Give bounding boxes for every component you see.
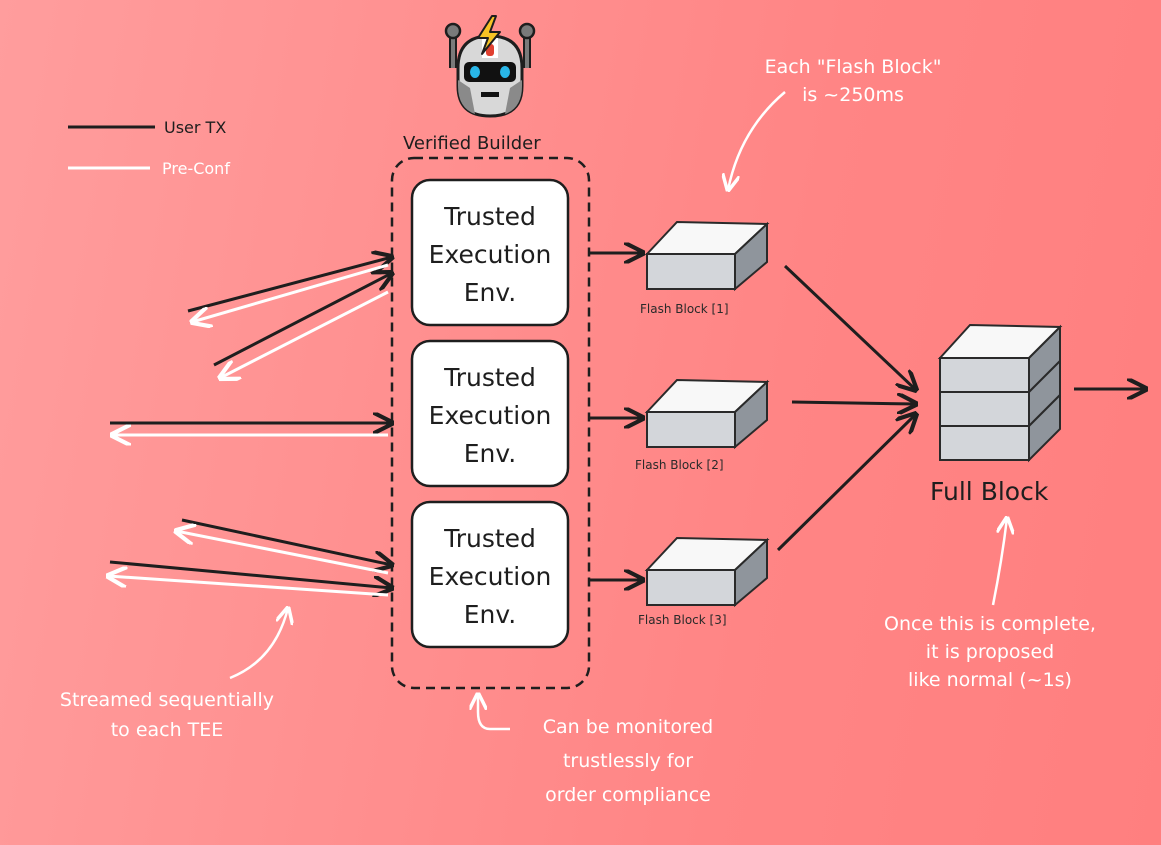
flash-block (644, 220, 770, 292)
user-avatar (35, 363, 115, 495)
user-tx-arrows (109, 257, 392, 588)
tee-box: Trusted Execution Env. (410, 178, 570, 327)
tee-label: Trusted (443, 363, 536, 392)
user-tx-arrow (213, 273, 392, 367)
flash-to-full-arrow (791, 402, 916, 404)
tee-box: Trusted Execution Env. (410, 500, 570, 649)
flash-block (644, 536, 770, 608)
tee-label: Trusted (443, 524, 536, 553)
full-block-label: Full Block (930, 477, 1049, 506)
tee-label: Execution (429, 401, 552, 430)
annotation-arrow (991, 518, 1007, 606)
users-group (28, 254, 212, 621)
annotation-text: order compliance (545, 784, 711, 806)
pre-conf-arrow (176, 531, 389, 575)
tee-box: Trusted Execution Env. (410, 339, 570, 488)
annotation-text: to each TEE (111, 719, 224, 741)
pre-conf-arrow (108, 576, 389, 597)
pre-conf-arrow (220, 290, 389, 378)
tee-label: Execution (429, 240, 552, 269)
legend-pre-conf-label: Pre-Conf (162, 159, 230, 178)
flash-block-label: Flash Block [1] (640, 302, 729, 316)
flash-to-full-arrow (783, 264, 916, 390)
flash-block-label: Flash Block [2] (635, 458, 724, 472)
annotation-arrow (229, 608, 288, 680)
tee-label: Env. (464, 278, 516, 307)
user-tx-arrow (109, 560, 392, 588)
pre-conf-arrow (192, 263, 389, 322)
annotation-arrow (728, 91, 786, 190)
user-avatar (132, 309, 212, 441)
robot-icon (444, 15, 536, 118)
user-tx-arrow (187, 257, 392, 313)
annotation-text: Can be monitored (543, 716, 713, 738)
flash-to-full-arrow (776, 414, 916, 552)
tee-label: Trusted (443, 202, 536, 231)
full-block (937, 323, 1063, 463)
flash-block (644, 378, 770, 450)
annotation-proposed: Once this is complete, it is proposed li… (884, 518, 1096, 691)
builder-container (390, 156, 591, 690)
tee-label: Env. (464, 439, 516, 468)
annotation-text: Once this is complete, (884, 613, 1096, 635)
annotation-text: Streamed sequentially (60, 689, 274, 711)
builder-label: Verified Builder (403, 133, 541, 154)
annotation-text: is ~250ms (802, 84, 904, 106)
lightning-icon (477, 15, 501, 55)
annotation-text: it is proposed (926, 641, 1054, 663)
pre-conf-arrows (108, 263, 389, 597)
annotation-arrow (478, 694, 510, 731)
legend: User TX Pre-Conf (68, 118, 230, 178)
legend-user-tx-label: User TX (164, 118, 226, 137)
tee-label: Env. (464, 600, 516, 629)
annotation-monitored: Can be monitored trustlessly for order c… (478, 694, 713, 806)
tee-label: Execution (429, 562, 552, 591)
annotation-text: Each "Flash Block" (765, 56, 942, 78)
annotation-flash-duration: Each "Flash Block" is ~250ms (728, 56, 941, 190)
user-avatar (28, 489, 108, 621)
user-avatar (72, 254, 152, 386)
annotation-text: trustlessly for (563, 750, 693, 772)
user-tx-arrow (181, 518, 392, 565)
annotation-streamed: Streamed sequentially to each TEE (60, 608, 288, 741)
flash-block-label: Flash Block [3] (638, 613, 727, 627)
annotation-text: like normal (~1s) (908, 669, 1072, 691)
